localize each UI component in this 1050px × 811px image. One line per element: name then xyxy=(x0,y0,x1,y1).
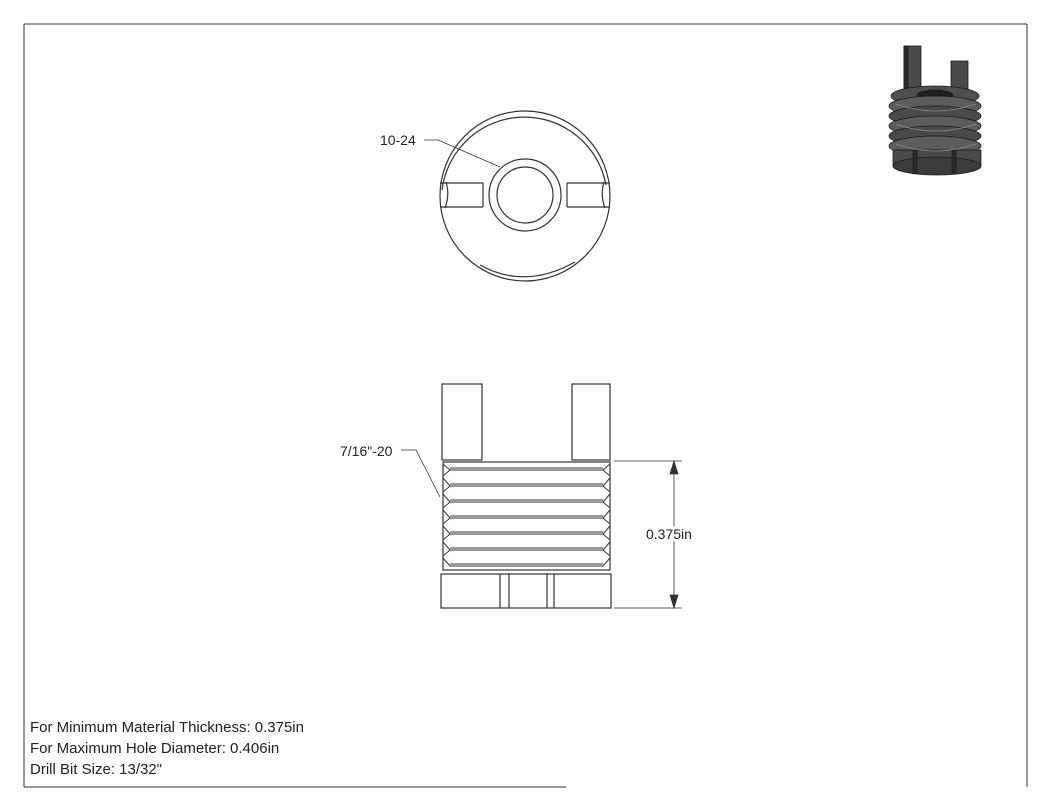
top-leader xyxy=(424,139,501,168)
side-leader xyxy=(401,449,441,498)
threads xyxy=(442,463,611,567)
thread-body xyxy=(442,461,611,571)
flange-arc xyxy=(441,116,607,191)
base-flange xyxy=(440,573,612,609)
notes-block: For Minimum Material Thickness: 0.375in … xyxy=(30,717,304,780)
outer-circle xyxy=(439,110,611,282)
note-max-hole: For Maximum Hole Diameter: 0.406in xyxy=(30,740,280,757)
note-drill-bit: Drill Bit Size: 13/32" xyxy=(30,761,163,778)
left-slot xyxy=(440,181,484,209)
sheet-border xyxy=(23,23,1028,788)
height-dimension xyxy=(614,459,682,610)
top-view xyxy=(424,110,611,282)
side-thread-callout: 7/16"-20 xyxy=(340,443,393,459)
note-min-thickness: For Minimum Material Thickness: 0.375in xyxy=(30,719,304,736)
right-prong xyxy=(571,383,611,461)
right-slot xyxy=(566,181,610,209)
height-dimension-label: 0.375in xyxy=(646,526,692,542)
threaded-insert-3d-icon xyxy=(888,45,982,176)
bore-inner xyxy=(496,166,554,224)
top-thread-callout: 10-24 xyxy=(380,132,416,148)
left-prong xyxy=(441,383,483,461)
side-view xyxy=(401,383,612,609)
flange-arc-lower xyxy=(479,261,576,278)
bore-outer xyxy=(488,158,562,232)
